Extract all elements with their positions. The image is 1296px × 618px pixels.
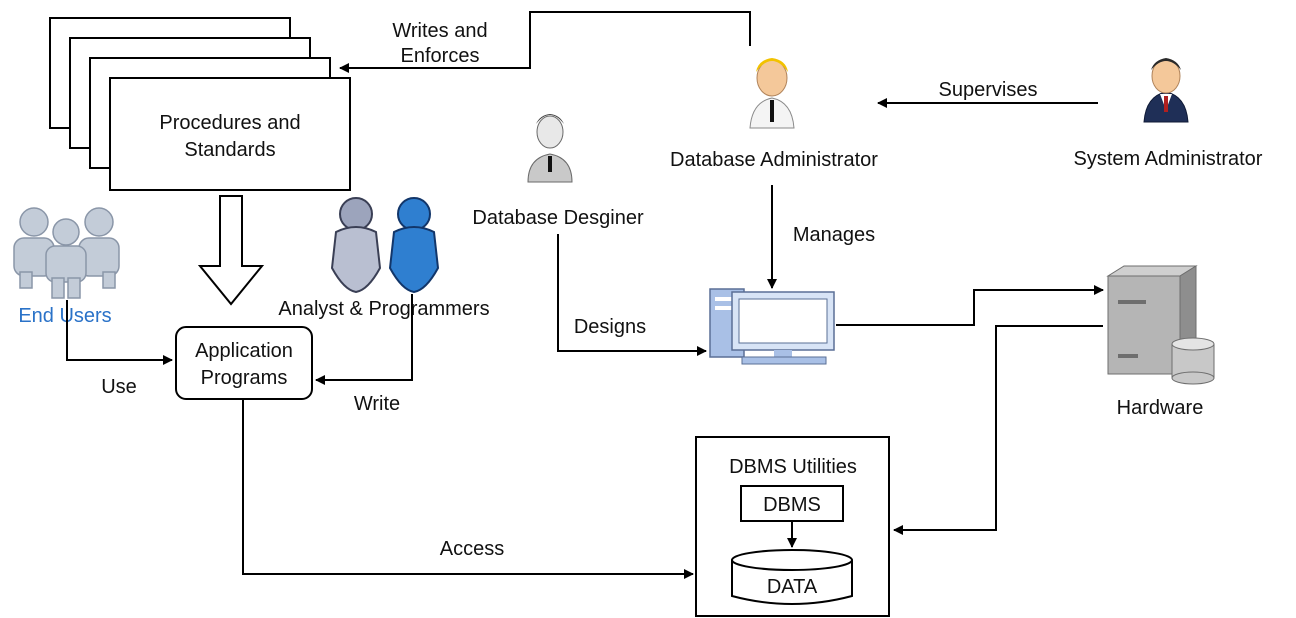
supervises-label: Supervises xyxy=(939,79,1038,101)
designs-label: Designs xyxy=(574,316,646,338)
app-programs-label-line1: Application xyxy=(195,340,293,362)
analysts-label: Analyst & Programmers xyxy=(278,298,489,320)
dbms-node[interactable]: DBMS xyxy=(740,485,844,522)
computer-icon xyxy=(709,288,835,365)
use-edge xyxy=(66,300,173,365)
hardware-dbms-edge xyxy=(893,325,1103,535)
writes-enforces-label-line1: Writes and xyxy=(392,20,487,42)
application-programs-node[interactable]: Application Programs xyxy=(175,326,313,400)
computer-hardware-edge xyxy=(836,285,1104,326)
write-label: Write xyxy=(354,393,400,415)
use-label: Use xyxy=(101,376,137,398)
writes-enforces-label-line2: Enforces xyxy=(401,45,480,67)
writes-enforces-edge xyxy=(339,11,751,73)
app-programs-label-line2: Programs xyxy=(201,367,288,389)
procedures-label-line2: Standards xyxy=(184,139,275,161)
people-group-icon xyxy=(13,207,120,299)
data-label: DATA xyxy=(767,576,818,598)
dbms-utilities-label: DBMS Utilities xyxy=(729,456,857,478)
write-edge xyxy=(315,294,413,385)
procedures-standards-node[interactable]: Procedures and Standards xyxy=(49,17,351,191)
access-edge xyxy=(242,400,694,579)
designs-edge xyxy=(557,234,707,356)
hollow-down-arrow-icon xyxy=(197,195,265,306)
programmers-icon xyxy=(330,197,440,294)
manages-label: Manages xyxy=(793,224,875,246)
db-designer-label: Database Desginer xyxy=(472,207,644,229)
end-users-label: End Users xyxy=(18,305,111,327)
person-icon xyxy=(749,58,795,129)
db-admin-label: Database Administrator xyxy=(670,149,878,171)
database-icon xyxy=(1171,337,1215,385)
access-label: Access xyxy=(440,538,504,560)
procedures-label-line1: Procedures and xyxy=(159,112,300,134)
data-node[interactable]: DATA xyxy=(731,549,853,605)
person-icon xyxy=(1143,58,1189,123)
hardware-label: Hardware xyxy=(1117,397,1204,419)
server-icon xyxy=(1106,265,1198,375)
dbms-label: DBMS xyxy=(763,494,821,516)
person-icon xyxy=(527,114,573,183)
sys-admin-label: System Administrator xyxy=(1074,148,1263,170)
